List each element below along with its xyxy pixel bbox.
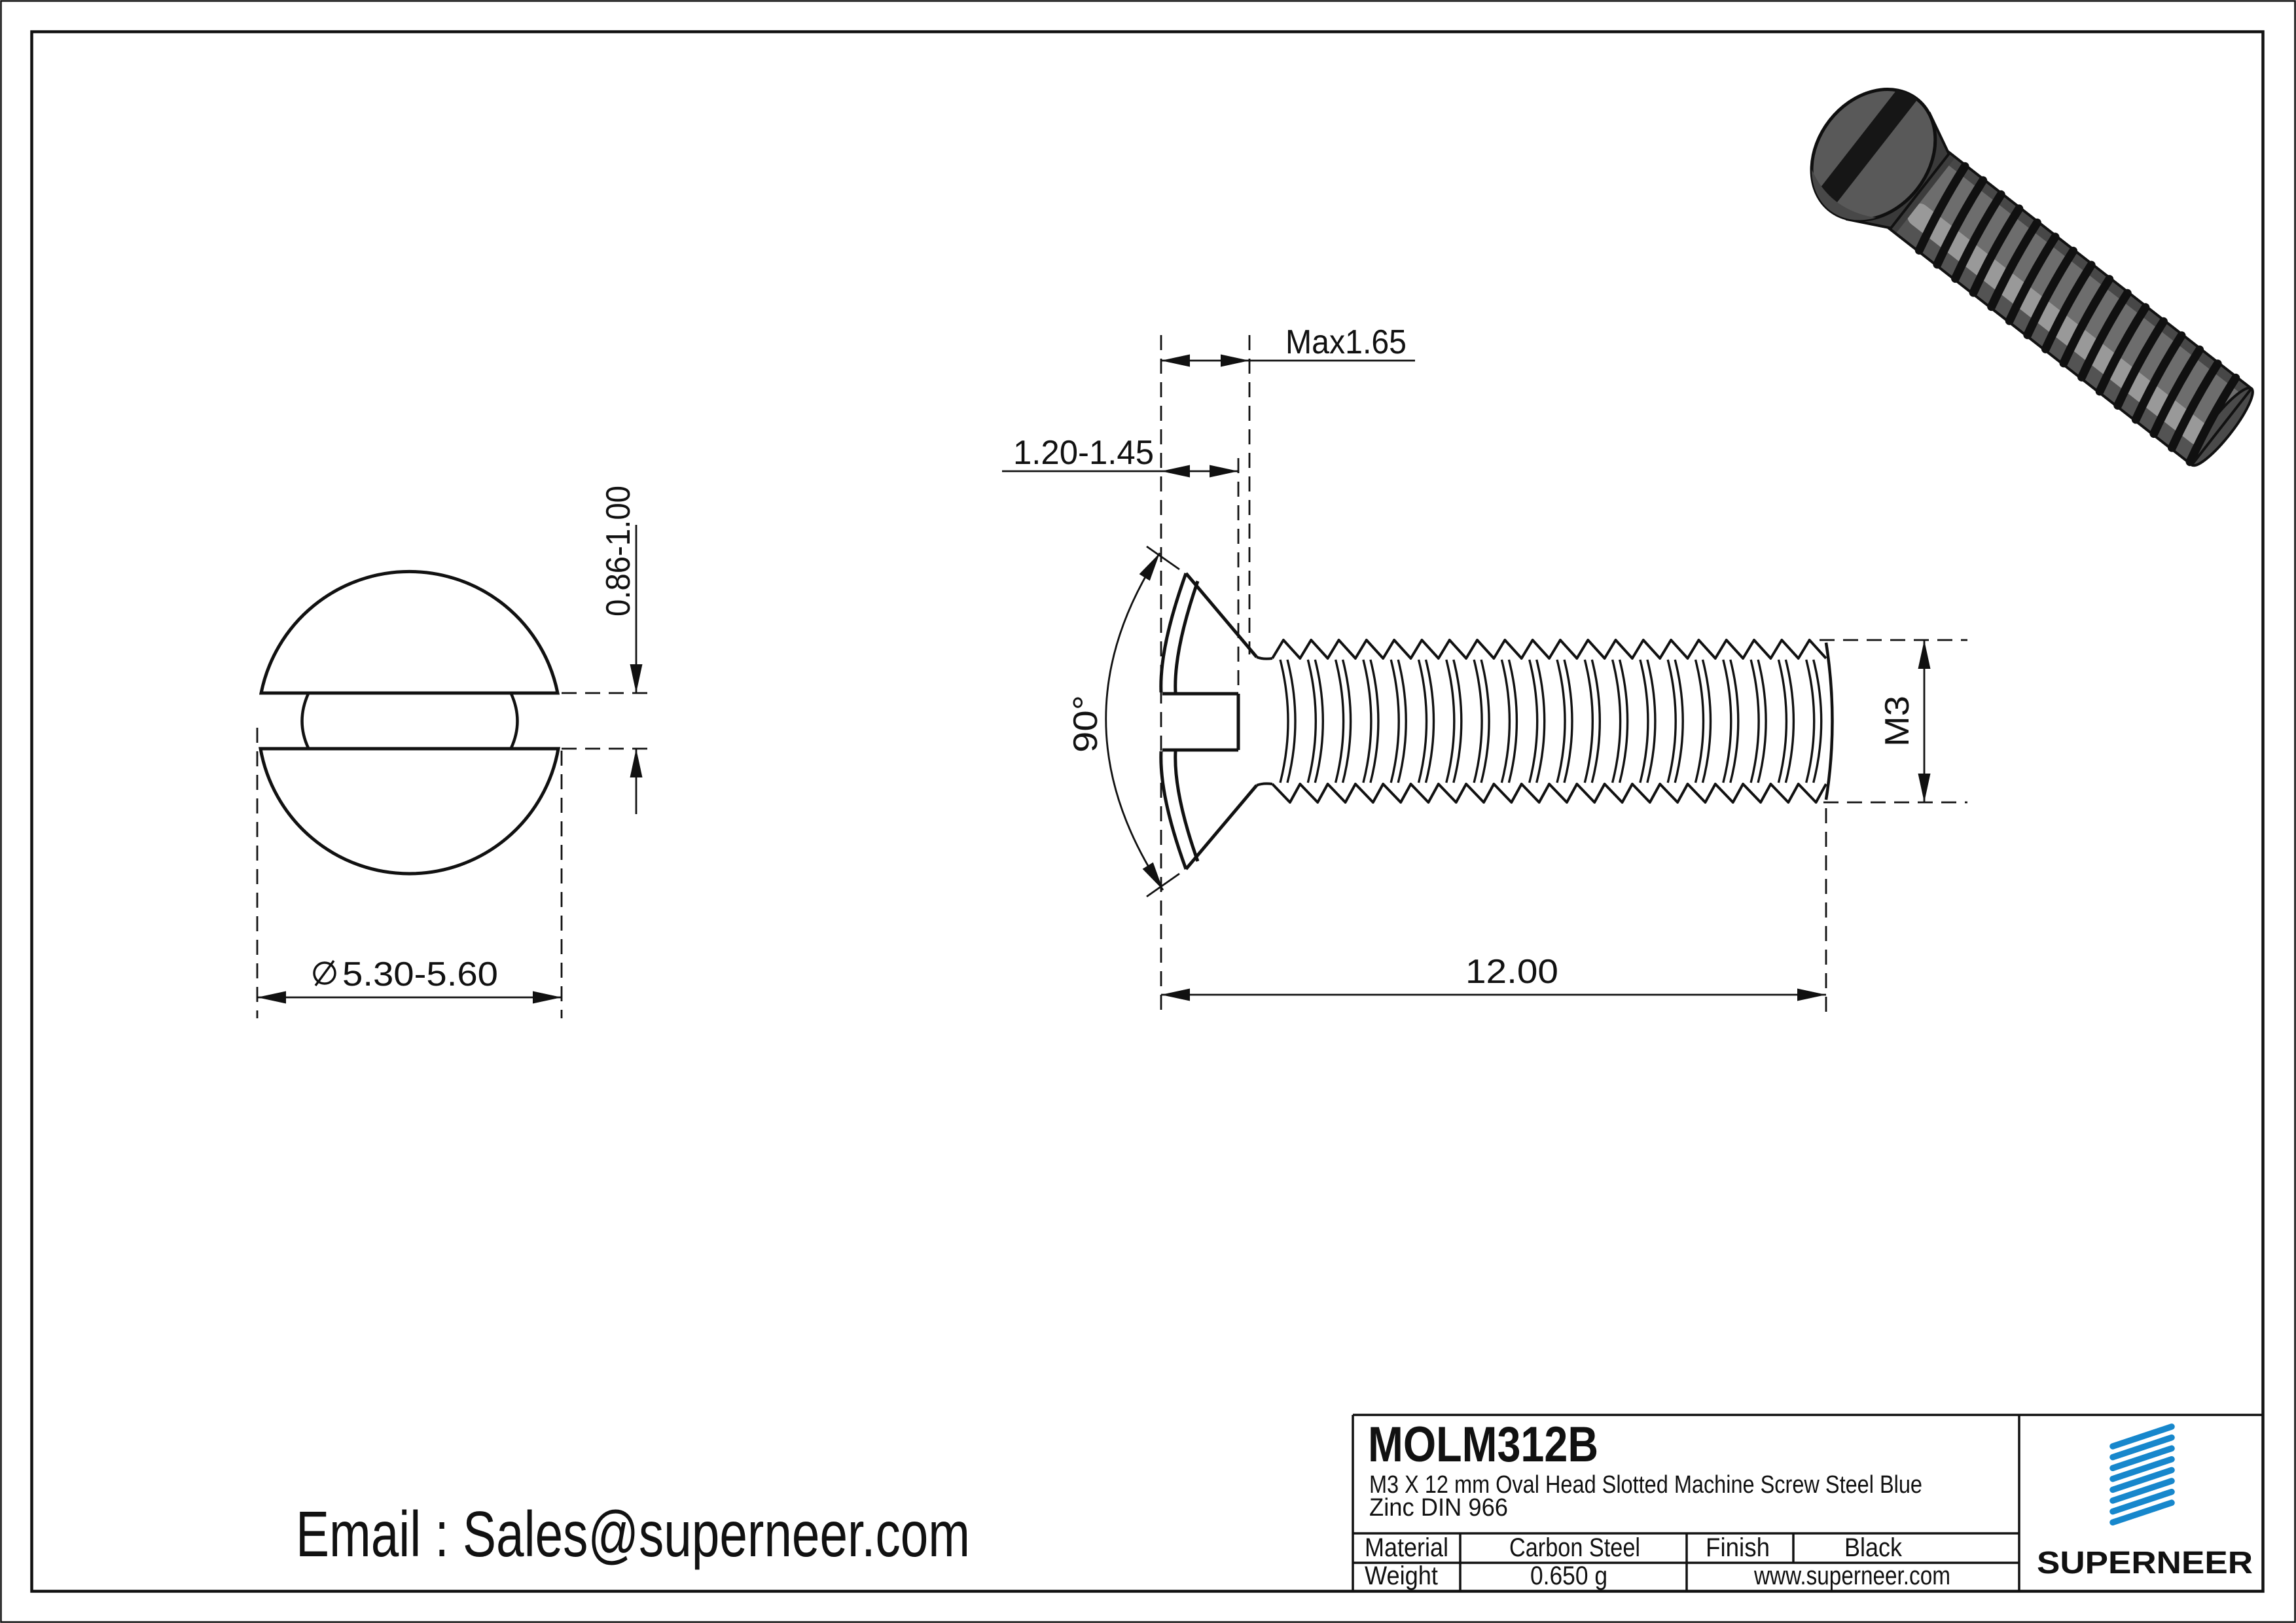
slot-inner-arc-left bbox=[300, 693, 310, 749]
thread-size-dimension: M3 bbox=[1820, 639, 1967, 804]
superneer-logo-icon bbox=[2109, 1423, 2175, 1525]
contact-email: Email : Sales@superneer.com bbox=[296, 1498, 970, 1570]
website-link[interactable]: www.superneer.com bbox=[1753, 1561, 1950, 1590]
weight-value: 0.650 g bbox=[1530, 1561, 1607, 1590]
description-line1: M3 X 12 mm Oval Head Slotted Machine Scr… bbox=[1369, 1471, 1922, 1499]
dome-inner-arc-bottom bbox=[1174, 751, 1200, 862]
head-slot-side bbox=[1162, 692, 1240, 752]
slot-inner-arc-right bbox=[509, 693, 519, 749]
finish-value: Black bbox=[1844, 1533, 1903, 1562]
oval-height-label: 1.20-1.45 bbox=[1013, 434, 1154, 472]
thread-length-label: 12.00 bbox=[1465, 953, 1558, 991]
side-view-screw: Max1.65 1.20-1.45 90° 12.00 M3 bbox=[1002, 323, 1967, 1013]
dome-outer-arc-top bbox=[1159, 573, 1188, 693]
oval-height-dimension: 1.20-1.45 bbox=[1002, 434, 1240, 695]
screw-tip-chamfer bbox=[1824, 642, 1834, 800]
drawing-frame-border bbox=[30, 30, 2265, 1593]
head-height-label: Max1.65 bbox=[1285, 323, 1407, 361]
angle-extension-top bbox=[1146, 545, 1180, 571]
thread-rings-3d bbox=[1914, 162, 2240, 467]
head-height-dimension: Max1.65 bbox=[1160, 323, 1415, 1013]
dimension-arrowheads bbox=[257, 354, 1931, 1004]
weight-label: Weight bbox=[1365, 1561, 1438, 1590]
title-block: MOLM312B M3 X 12 mm Oval Head Slotted Ma… bbox=[1352, 1414, 2263, 1592]
cone-edge-bottom bbox=[1185, 784, 1258, 870]
thread-size-label: M3 bbox=[1878, 696, 1916, 747]
screw-3d-render bbox=[1785, 82, 2254, 467]
thread-length-dimension: 12.00 bbox=[1161, 808, 1827, 1013]
material-label: Material bbox=[1365, 1533, 1448, 1562]
shaft-bottom-shade bbox=[1887, 211, 2204, 465]
title-block-grid bbox=[1352, 1414, 2263, 1592]
countersink-angle-label: 90° bbox=[1067, 695, 1105, 753]
head-diameter-dimension: 5.30-5.60 bbox=[256, 728, 563, 1018]
underhead-fillet-top bbox=[1256, 656, 1273, 660]
brand-name: SUPERNEER bbox=[2037, 1546, 2253, 1580]
finish-label: Finish bbox=[1706, 1533, 1770, 1562]
cone-edge-top bbox=[1185, 572, 1258, 658]
dome-inner-arc-top bbox=[1174, 580, 1200, 693]
head-circle-lower-segment bbox=[259, 747, 560, 876]
diameter-symbol-icon bbox=[313, 959, 336, 987]
slot-width-label: 0.86-1.00 bbox=[600, 486, 637, 616]
head-slot-3d bbox=[1810, 82, 1921, 215]
thread-profile bbox=[1271, 639, 1827, 804]
angle-extension-bottom bbox=[1146, 872, 1180, 898]
underhead-fillet-bottom bbox=[1256, 782, 1273, 787]
front-view-head: 0.86-1.00 5.30-5.60 bbox=[256, 486, 649, 1018]
slot-width-dimension: 0.86-1.00 bbox=[562, 486, 649, 814]
description-line2: Zinc DIN 966 bbox=[1369, 1494, 1508, 1522]
head-circle-upper-segment bbox=[259, 569, 560, 695]
countersink-angle-dimension: 90° bbox=[1067, 545, 1180, 898]
part-number: MOLM312B bbox=[1368, 1417, 1598, 1472]
shaft-junction-shade bbox=[1887, 151, 1956, 234]
material-value: Carbon Steel bbox=[1509, 1533, 1640, 1562]
head-diameter-label: 5.30-5.60 bbox=[342, 955, 498, 993]
angle-arc bbox=[1105, 552, 1164, 891]
